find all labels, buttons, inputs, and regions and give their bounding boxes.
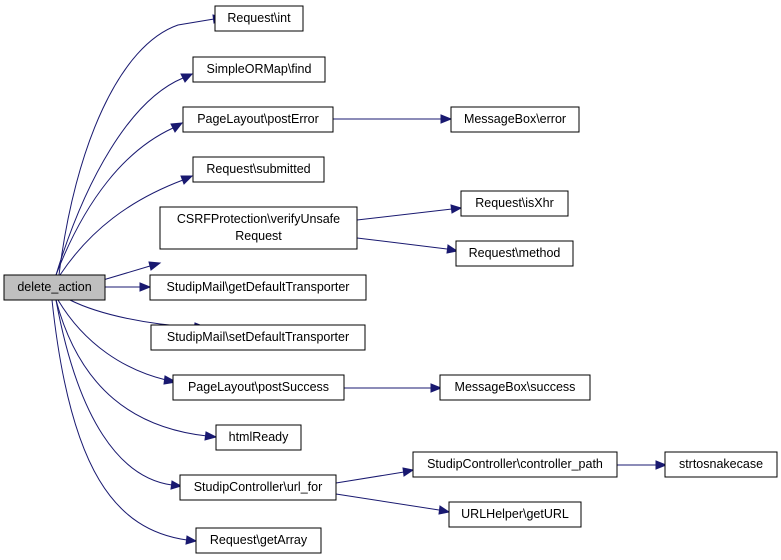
edge-delete-action-to-url-for	[55, 299, 183, 490]
node-label: MessageBox\success	[455, 380, 576, 394]
node-messagebox-success[interactable]: MessageBox\success	[439, 374, 591, 401]
node-request-isxhr[interactable]: Request\isXhr	[460, 190, 569, 217]
node-delete-action[interactable]: delete_action	[3, 274, 106, 301]
edge-url-for-to-controller-path	[335, 467, 415, 484]
node-label: PageLayout\postSuccess	[188, 380, 329, 394]
node-request-getarray[interactable]: Request\getArray	[195, 527, 322, 554]
edge-csrfprotection-to-request-method	[356, 237, 459, 254]
edge-csrfprotection-to-request-isxhr	[356, 204, 463, 221]
node-label: delete_action	[17, 280, 91, 294]
node-simpleormap-find[interactable]: SimpleORMap\find	[192, 56, 326, 83]
edge-posterror-to-messagebox-error	[333, 114, 453, 124]
node-label-line-1: CSRFProtection\verifyUnsafe	[177, 212, 340, 226]
edge-controller-path-to-strtosnakecase	[617, 460, 668, 470]
node-request-method[interactable]: Request\method	[455, 240, 574, 267]
node-label: StudipMail\getDefaultTransporter	[167, 280, 350, 294]
node-label: SimpleORMap\find	[207, 62, 312, 76]
node-label: Request\getArray	[210, 533, 308, 547]
node-studipcontroller-controller-path[interactable]: StudipController\controller_path	[412, 451, 618, 478]
node-studipmail-getdefaulttransporter[interactable]: StudipMail\getDefaultTransporter	[149, 274, 367, 301]
node-strtosnakecase[interactable]: strtosnakecase	[664, 451, 778, 478]
node-pagelayout-posterror[interactable]: PageLayout\postError	[182, 106, 334, 133]
node-studipmail-setdefaulttransporter[interactable]: StudipMail\setDefaultTransporter	[150, 324, 366, 351]
edge-url-for-to-urlhelper-geturl	[335, 493, 451, 515]
edge-postsuccess-to-messagebox-success	[344, 383, 443, 393]
node-label: Request\submitted	[206, 162, 310, 176]
edge-delete-action-to-pagelayout-posterror	[55, 122, 184, 276]
edge-delete-action-to-htmlready	[55, 299, 218, 441]
node-label: strtosnakecase	[679, 457, 763, 471]
node-label: PageLayout\postError	[197, 112, 319, 126]
edge-delete-action-to-getdefaulttransporter	[105, 282, 152, 292]
node-label: Request\int	[227, 11, 291, 25]
node-label: URLHelper\getURL	[461, 507, 569, 521]
edge-delete-action-to-request-getarray	[51, 299, 198, 545]
node-label: StudipController\url_for	[194, 480, 323, 494]
node-studipcontroller-url-for[interactable]: StudipController\url_for	[179, 474, 337, 501]
node-csrfprotection-verifyunsaferequest[interactable]: CSRFProtection\verifyUnsafe Request	[159, 206, 358, 250]
node-pagelayout-postsuccess[interactable]: PageLayout\postSuccess	[172, 374, 345, 401]
node-request-int[interactable]: Request\int	[214, 5, 304, 32]
edge-delete-action-to-csrfprotection	[102, 261, 162, 281]
node-label: MessageBox\error	[464, 112, 566, 126]
node-label: Request\method	[469, 246, 561, 260]
node-label: htmlReady	[229, 430, 289, 444]
node-label: Request\isXhr	[475, 196, 554, 210]
node-label: StudipController\controller_path	[427, 457, 603, 471]
node-htmlready[interactable]: htmlReady	[215, 424, 302, 451]
edge-delete-action-to-simpleormap-find	[55, 73, 194, 276]
node-urlhelper-geturl[interactable]: URLHelper\getURL	[448, 501, 582, 528]
node-request-submitted[interactable]: Request\submitted	[192, 156, 325, 183]
node-messagebox-error[interactable]: MessageBox\error	[450, 106, 580, 133]
node-label-line-2: Request	[235, 229, 282, 243]
node-label: StudipMail\setDefaultTransporter	[167, 330, 349, 344]
edge-delete-action-to-request-submitted	[59, 175, 194, 276]
